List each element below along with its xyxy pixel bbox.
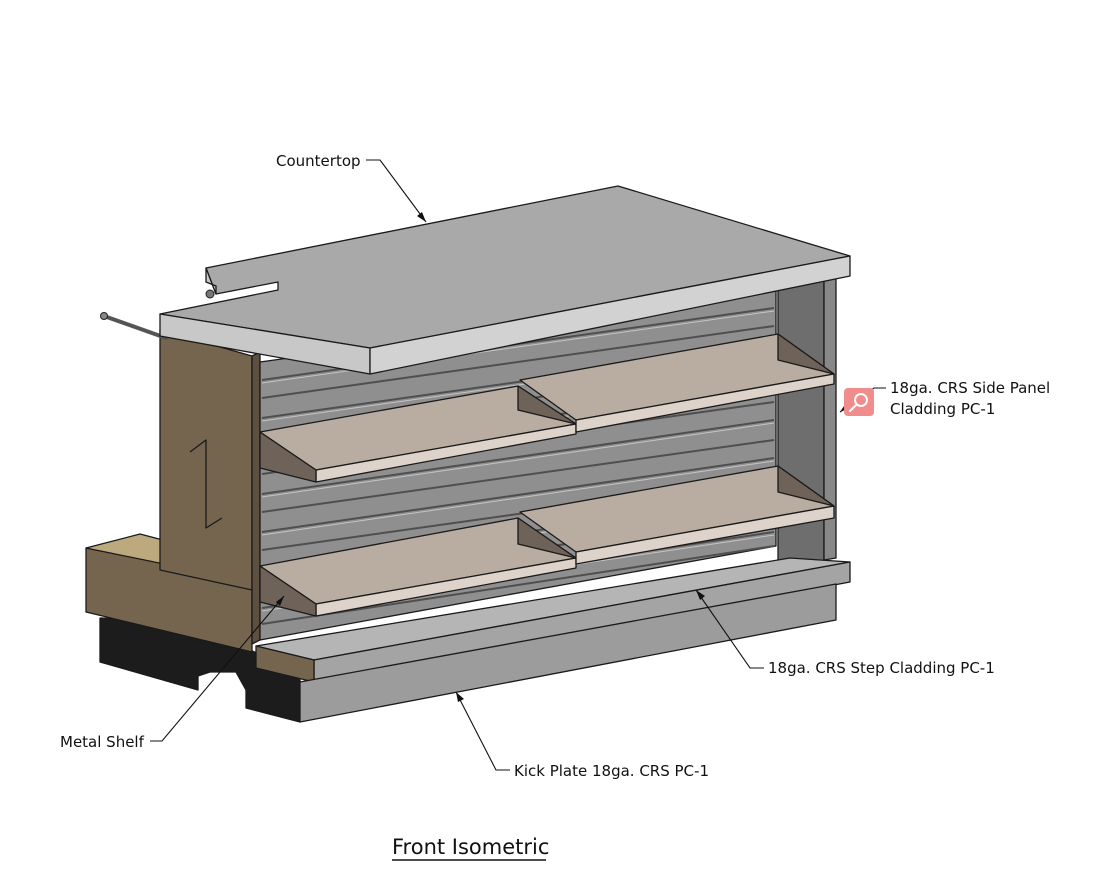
lower-shelf-left xyxy=(259,517,577,617)
lower-shelf-right xyxy=(519,465,835,565)
svg-text:18ga. CRS Side Panel: 18ga. CRS Side Panel xyxy=(890,379,1050,397)
label-side-panel: 18ga. CRS Side Panel Cladding PC-1 xyxy=(839,379,1050,418)
kick-plate xyxy=(299,583,837,723)
svg-text:18ga. CRS Step Cladding PC-1: 18ga. CRS Step Cladding PC-1 xyxy=(768,659,995,677)
countertop xyxy=(159,185,851,375)
label-metal-shelf: Metal Shelf xyxy=(60,595,285,751)
drawing-caption: Front Isometric xyxy=(392,835,549,861)
upper-shelf-left xyxy=(259,385,577,483)
svg-text:Kick Plate 18ga. CRS PC-1: Kick Plate 18ga. CRS PC-1 xyxy=(514,762,709,780)
svg-text:Countertop: Countertop xyxy=(276,152,361,170)
step-cladding xyxy=(255,557,851,683)
label-countertop: Countertop xyxy=(276,152,427,223)
label-step-cladding: 18ga. CRS Step Cladding PC-1 xyxy=(695,589,995,677)
search-icon xyxy=(848,393,868,413)
svg-text:Metal Shelf: Metal Shelf xyxy=(60,733,145,751)
svg-text:Cladding PC-1: Cladding PC-1 xyxy=(890,400,995,418)
search-badge[interactable] xyxy=(844,388,874,416)
svg-text:Front Isometric: Front Isometric xyxy=(392,835,549,859)
hanging-rod xyxy=(100,312,168,340)
upper-shelf-right xyxy=(519,333,835,433)
label-kick-plate: Kick Plate 18ga. CRS PC-1 xyxy=(455,691,709,780)
